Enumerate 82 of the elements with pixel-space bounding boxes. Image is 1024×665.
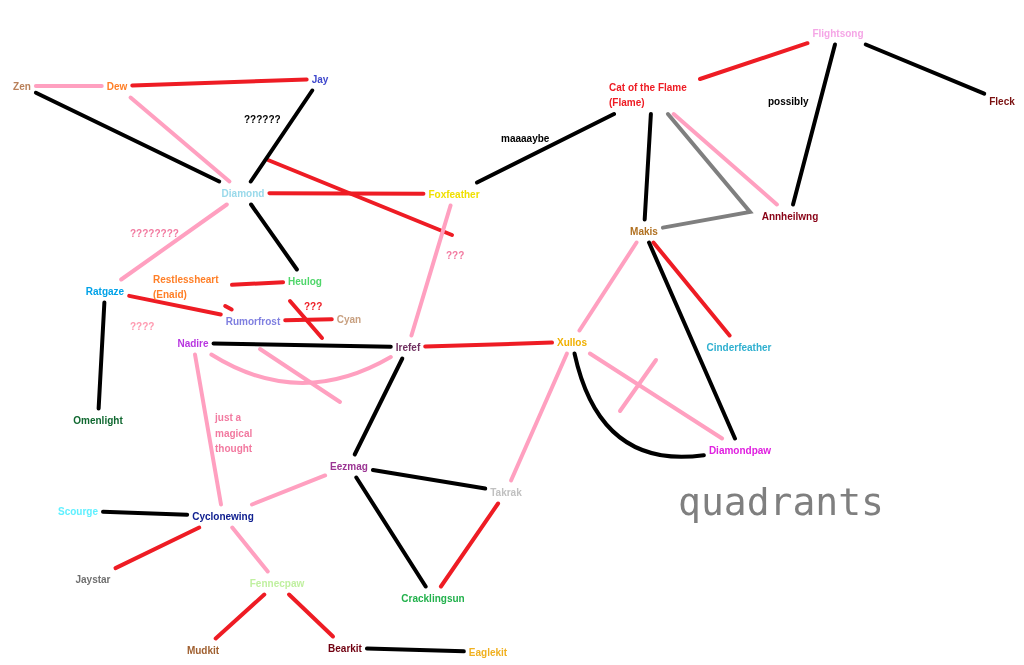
name-label: Jay	[309, 70, 331, 88]
relationship-line	[211, 341, 393, 349]
relationship-line	[230, 280, 286, 287]
relationship-line	[660, 112, 754, 230]
name-label: Mudkit	[184, 641, 222, 659]
name-label: Fleck	[987, 92, 1017, 110]
relationship-line	[409, 203, 453, 338]
name-label: Omenlight	[71, 411, 125, 429]
name-label: Diamondpaw	[706, 441, 774, 459]
edge-label: ????????	[130, 227, 179, 241]
relationship-line	[248, 88, 315, 184]
relationship-line	[577, 240, 639, 333]
relationship-line	[509, 351, 569, 483]
caption: quadrants	[678, 479, 885, 526]
relationship-line	[33, 84, 104, 88]
relationship-line	[287, 592, 335, 639]
relationship-line	[354, 475, 428, 589]
relationship-line	[113, 525, 202, 571]
relationship-line	[671, 112, 779, 207]
relationship-line	[572, 351, 706, 459]
relationship-line	[642, 112, 653, 222]
name-label: Jaystar	[73, 570, 113, 588]
name-label: Flightsong	[810, 24, 866, 42]
relationship-line	[423, 340, 554, 349]
relationship-line	[101, 509, 190, 517]
name-label: Ratgaze	[83, 282, 127, 300]
relationship-line	[249, 202, 299, 272]
name-label: Eezmag	[328, 457, 370, 475]
relationship-line	[283, 317, 334, 323]
relationship-line	[250, 473, 328, 507]
relationship-line	[130, 77, 309, 88]
name-label: Nadire	[175, 334, 211, 352]
relationship-line	[364, 646, 466, 654]
name-label: Zen	[11, 77, 33, 95]
relationship-line	[193, 352, 223, 507]
relationship-line	[96, 300, 107, 411]
relationship-line	[791, 42, 837, 207]
name-label: Annheilwng	[759, 207, 821, 225]
edge-label: just a magical thought	[215, 411, 254, 456]
relationship-line	[119, 202, 229, 282]
relationship-line	[33, 90, 222, 184]
name-label: Cracklingsun	[399, 589, 467, 607]
name-label: Diamond	[219, 184, 267, 202]
relationship-line	[267, 191, 426, 196]
name-label: Cinderfeather	[704, 338, 774, 356]
name-label: Cyclonewing	[190, 507, 256, 525]
edge-label: ???	[446, 249, 465, 263]
name-label: Cyan	[334, 310, 364, 328]
question-note: ???	[304, 300, 323, 314]
relationship-line	[370, 467, 488, 491]
name-label: Rumorfrost	[223, 312, 283, 330]
edge-label: possibly	[768, 95, 809, 109]
relationship-line	[651, 240, 732, 338]
name-label: Fennecpaw	[247, 574, 307, 592]
relationship-line	[438, 501, 501, 589]
name-label: Restlessheart (Enaid)	[151, 271, 229, 303]
relationship-line	[698, 41, 810, 81]
name-label: Irefef	[393, 338, 423, 356]
relationship-line	[475, 112, 616, 185]
name-label: Scourge	[56, 502, 100, 520]
relationship-line	[128, 95, 232, 184]
relationship-line	[223, 304, 234, 312]
name-label: Dew	[104, 77, 130, 95]
relationship-line	[352, 356, 405, 457]
name-label: Eaglekit	[466, 643, 510, 661]
relationship-line	[863, 42, 987, 96]
question-note: ????	[130, 320, 155, 334]
relationship-line	[213, 592, 267, 641]
name-label: Foxfeather	[426, 185, 482, 203]
name-label: Xullos	[555, 333, 589, 351]
name-label: Bearkit	[326, 639, 364, 657]
edge-label: maaaaybe	[501, 132, 550, 146]
name-label: Makis	[628, 222, 660, 240]
relationship-line	[127, 293, 223, 317]
relationship-line	[647, 240, 737, 441]
edge-label: ??????	[244, 113, 281, 127]
name-label: Cat of the Flame (Flame)	[607, 79, 697, 111]
name-label: Heulog	[286, 272, 324, 290]
name-label: Takrak	[488, 483, 524, 501]
relationship-line	[587, 351, 725, 441]
relationship-line	[230, 525, 270, 574]
relationship-line	[209, 352, 393, 385]
